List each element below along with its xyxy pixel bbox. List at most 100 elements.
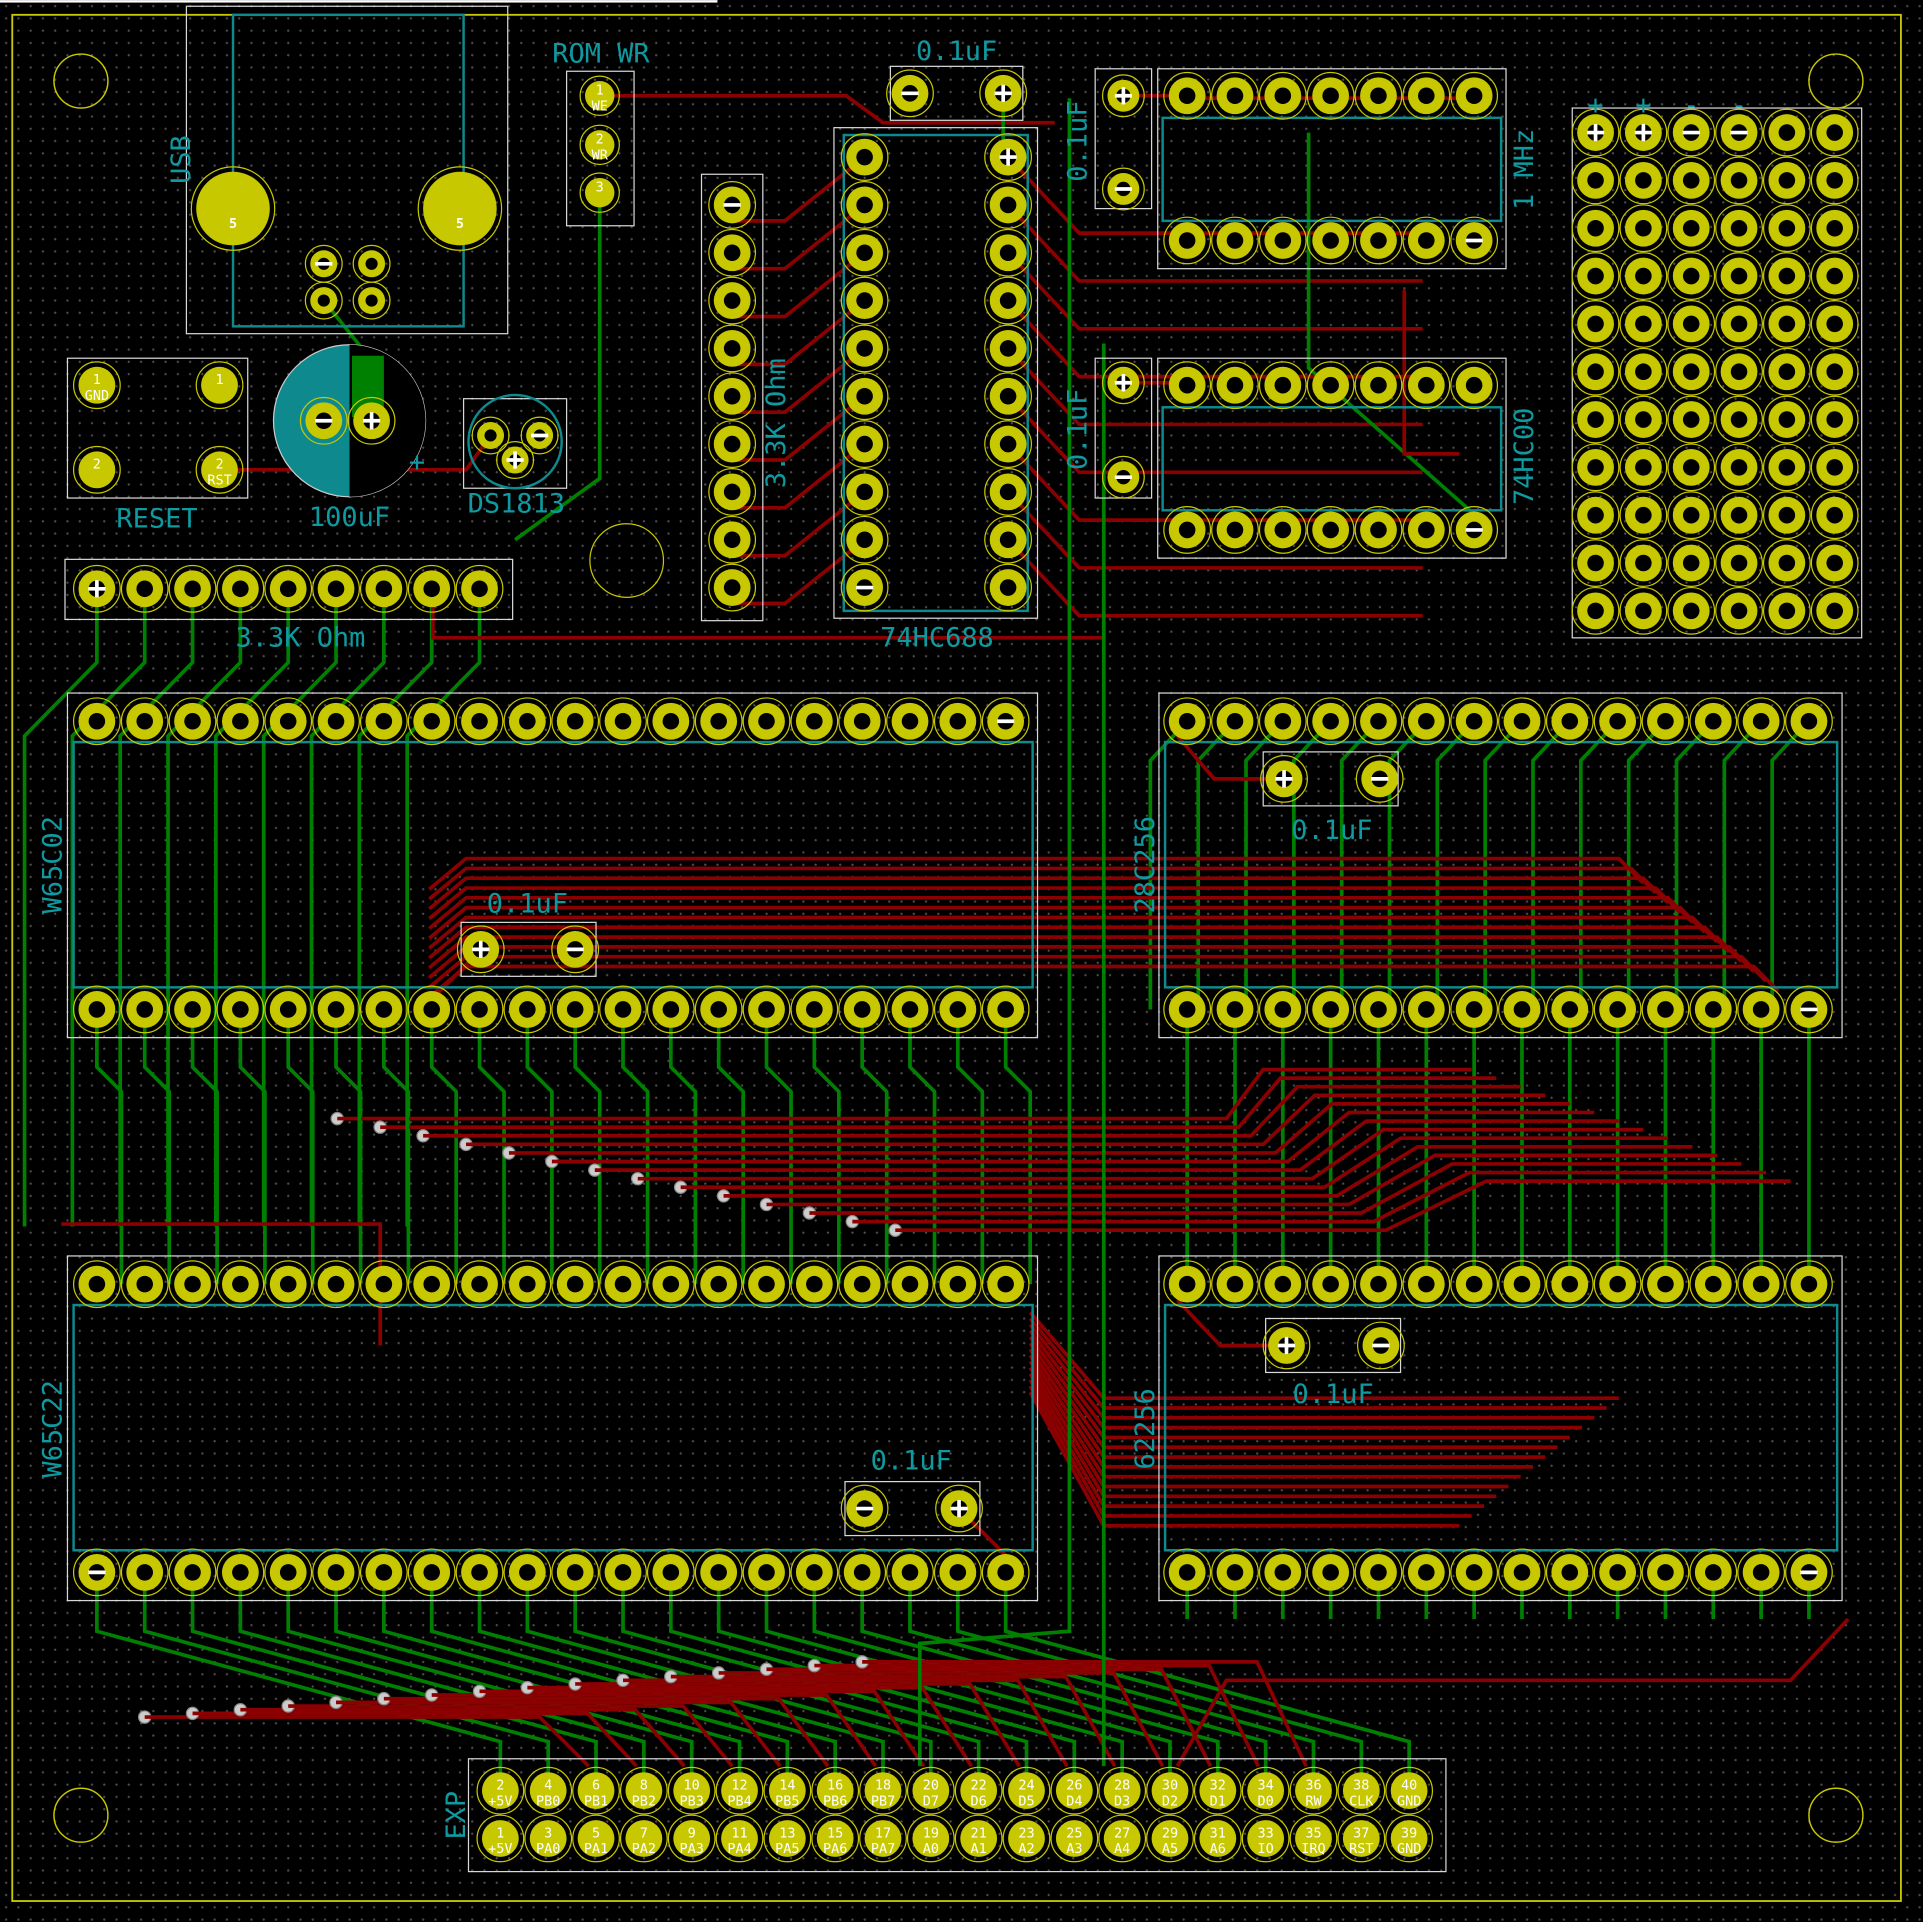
hc688-pin[interactable] bbox=[984, 563, 1033, 612]
ram-pin[interactable] bbox=[1737, 1548, 1786, 1597]
hc688-pin[interactable] bbox=[984, 420, 1033, 468]
osc-pin[interactable] bbox=[1450, 71, 1499, 120]
osc-pin[interactable] bbox=[1258, 216, 1307, 265]
cpu-pin[interactable] bbox=[120, 697, 169, 746]
hc00-pin[interactable] bbox=[1306, 506, 1355, 554]
osc-pin[interactable] bbox=[1163, 216, 1212, 265]
via-pin[interactable] bbox=[120, 1260, 169, 1309]
cpu-pin[interactable] bbox=[359, 697, 408, 746]
proto-pad[interactable] bbox=[1571, 299, 1620, 348]
resistor-pin[interactable] bbox=[407, 564, 456, 613]
resistor-pin[interactable] bbox=[708, 563, 757, 612]
proto-pad[interactable] bbox=[1715, 586, 1763, 635]
cap-pad-positive[interactable] bbox=[1262, 1321, 1311, 1370]
cpu-pin[interactable] bbox=[503, 985, 552, 1034]
proto-pad[interactable] bbox=[1762, 156, 1811, 205]
resistor-pin[interactable] bbox=[72, 564, 121, 613]
proto-pad[interactable] bbox=[1762, 395, 1811, 444]
via-pin[interactable] bbox=[359, 1260, 408, 1309]
cap-pad-negative[interactable] bbox=[1357, 1321, 1405, 1370]
proto-pad[interactable] bbox=[1762, 539, 1811, 587]
osc-pin[interactable] bbox=[1306, 216, 1355, 265]
ram-pin[interactable] bbox=[1450, 1260, 1499, 1309]
cpu-pin[interactable] bbox=[933, 985, 982, 1034]
via-pin[interactable] bbox=[120, 1548, 169, 1597]
rom-pin[interactable] bbox=[1450, 985, 1499, 1034]
proto-pad[interactable] bbox=[1667, 299, 1716, 348]
proto-pad[interactable] bbox=[1571, 586, 1620, 635]
hc688-pin[interactable] bbox=[840, 276, 889, 325]
hc688-pin[interactable] bbox=[840, 228, 889, 277]
ram-pin[interactable] bbox=[1641, 1548, 1690, 1597]
ram-pin[interactable] bbox=[1689, 1548, 1738, 1597]
proto-pad[interactable] bbox=[1810, 347, 1859, 396]
via-pin[interactable] bbox=[886, 1260, 934, 1309]
proto-pad[interactable] bbox=[1810, 108, 1859, 157]
proto-pad[interactable] bbox=[1571, 204, 1620, 253]
proto-pad[interactable] bbox=[1810, 443, 1859, 492]
hc688-pin[interactable] bbox=[984, 467, 1033, 516]
cpu-pin[interactable] bbox=[933, 697, 982, 746]
osc-pin[interactable] bbox=[1211, 71, 1259, 120]
usb-pad[interactable] bbox=[352, 244, 391, 283]
proto-pad[interactable] bbox=[1667, 443, 1716, 492]
cpu-pin[interactable] bbox=[838, 985, 887, 1034]
cpu-pin[interactable] bbox=[455, 985, 504, 1034]
romwr-pin[interactable]: 1WE bbox=[579, 75, 620, 117]
hc688-pin[interactable] bbox=[984, 228, 1033, 277]
proto-pad[interactable] bbox=[1762, 347, 1811, 396]
hc688-pin[interactable] bbox=[984, 515, 1033, 564]
resistor-pin[interactable] bbox=[708, 276, 757, 325]
proto-pad[interactable] bbox=[1810, 491, 1859, 540]
hc00-pin[interactable] bbox=[1402, 361, 1451, 410]
resistor-pin[interactable] bbox=[708, 228, 757, 277]
resistor-pin[interactable] bbox=[708, 515, 757, 564]
reset-pin[interactable]: 1 bbox=[195, 361, 244, 410]
cpu-pin[interactable] bbox=[886, 985, 934, 1034]
resistor-pin[interactable] bbox=[708, 467, 757, 516]
proto-pad[interactable] bbox=[1571, 252, 1620, 300]
via-pin[interactable] bbox=[216, 1260, 265, 1309]
proto-pad[interactable] bbox=[1762, 443, 1811, 492]
cpu-pin[interactable] bbox=[551, 697, 600, 746]
proto-pad[interactable] bbox=[1619, 539, 1668, 587]
proto-pad[interactable] bbox=[1667, 108, 1716, 157]
proto-pad[interactable] bbox=[1810, 539, 1859, 587]
proto-pad[interactable] bbox=[1667, 347, 1716, 396]
via-pin[interactable] bbox=[742, 1548, 791, 1597]
cap-pad-negative[interactable] bbox=[840, 1484, 889, 1533]
hc688-pin[interactable] bbox=[984, 181, 1033, 229]
hc00-pin[interactable] bbox=[1402, 506, 1451, 554]
hc688-pin[interactable] bbox=[984, 372, 1033, 421]
cpu-pin[interactable] bbox=[264, 697, 313, 746]
cpu-pin[interactable] bbox=[216, 697, 265, 746]
resistor-pin[interactable] bbox=[168, 564, 217, 613]
proto-pad[interactable] bbox=[1619, 347, 1668, 396]
usb-pad[interactable]: 5 bbox=[190, 166, 276, 251]
ram-pin[interactable] bbox=[1163, 1548, 1212, 1597]
cpu-pin[interactable] bbox=[503, 697, 552, 746]
cap-pad-positive[interactable] bbox=[979, 69, 1028, 118]
hc688-pin[interactable] bbox=[984, 324, 1033, 373]
proto-pad[interactable] bbox=[1810, 156, 1859, 205]
ds1813-pin[interactable] bbox=[471, 416, 510, 455]
cpu-pin[interactable] bbox=[790, 985, 839, 1034]
proto-pad[interactable] bbox=[1619, 299, 1668, 348]
ram-pin[interactable] bbox=[1737, 1260, 1786, 1309]
